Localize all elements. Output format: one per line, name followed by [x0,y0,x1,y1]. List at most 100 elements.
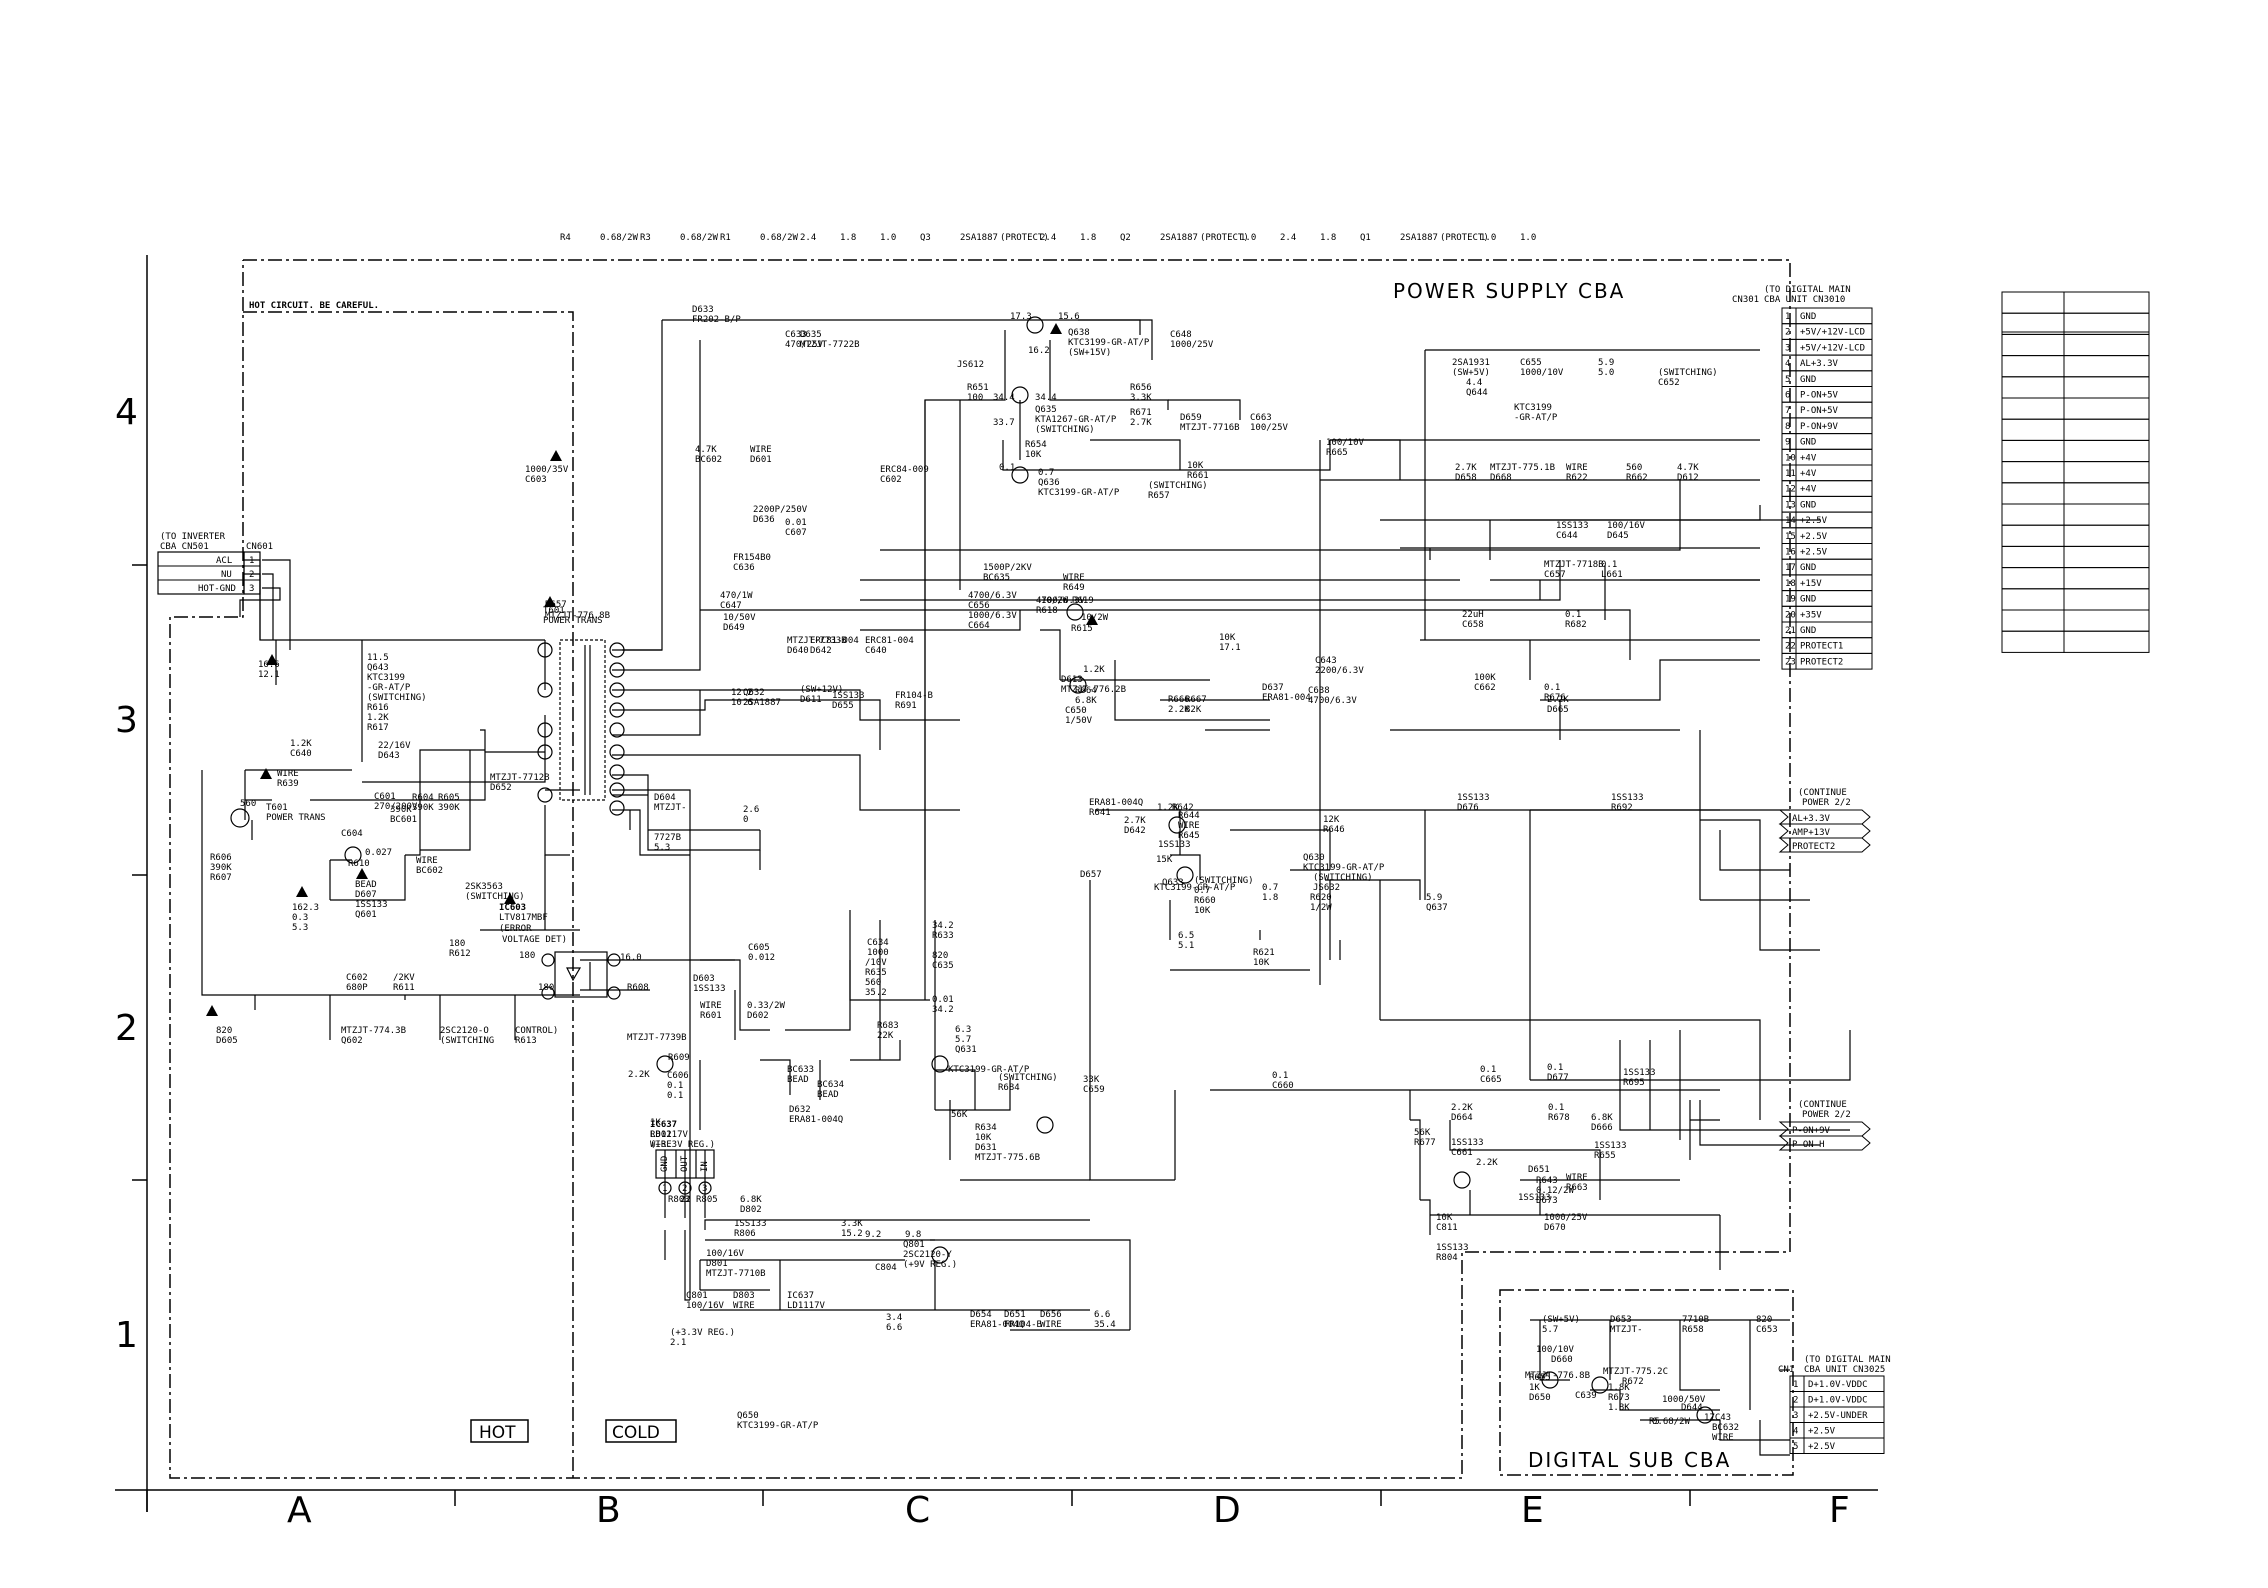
component-label: KTC3199-GR-AT/P [737,1421,819,1431]
cn301-pin-num: 23 [1785,657,1796,667]
component-label: /10V [865,958,887,968]
component-label: 2SA1887 [960,233,998,243]
component-label: 162.3 [292,903,319,913]
component-label: 100/10V [1326,438,1365,448]
component-label: 2.6 [743,805,759,815]
component-label: 4700/6.3V [968,591,1017,601]
component-label: 1SS133 [832,691,865,701]
component-label: 1000/35V [525,465,569,475]
svg-text:(CONTINUE: (CONTINUE [1798,788,1847,798]
cn301-pin-num: 5 [1785,375,1790,385]
component-label: 180 [519,951,535,961]
cn301-title-2: CBA UNIT CN3010 [1764,295,1845,305]
col-label-b: B [596,1490,621,1531]
svg-text:IN: IN [700,1161,710,1172]
side-table-cell [2001,567,2065,590]
component-label: 1000/6.3V [968,611,1017,621]
component-label: 1.8K [1608,1383,1630,1393]
component-label: FR104-B [895,691,933,701]
component-labels: D633FR202-B/PC633470/25VD635MTZJT-7722BQ… [210,233,1778,1443]
cn1-ref: CN1 [1778,1365,1794,1375]
transformer-t601 [537,639,625,816]
component-label: 2.4 [1280,233,1296,243]
component-label: 6.8K [1075,696,1097,706]
component-label: R676 [1544,693,1566,703]
component-label: 1SS133 [1158,840,1191,850]
component-label: R621 [1253,948,1275,958]
component-label: C602 [880,475,902,485]
digital-sub-title: DIGITAL SUB CBA [1528,1448,1731,1472]
cn301-pin-name: GND [1800,375,1816,385]
component-label: 12.1 [258,670,280,680]
component-label: D658 [1455,473,1477,483]
component-label: MTZJT-7710B [706,1269,766,1279]
component-label: 1K [650,1118,661,1128]
component-label: R682 [1565,620,1587,630]
component-label: 560 [1626,463,1642,473]
cn301-pin-name: P-ON+5V [1800,406,1839,416]
svg-text:2: 2 [682,1184,687,1194]
component-label: 100/16V [686,1301,725,1311]
component-label: 0.027 [365,848,392,858]
component-label: (SW+5V) [1542,1315,1580,1325]
component-label: 180 [449,939,465,949]
component-label: R654 [1025,440,1047,450]
component-label: 1.0 [1520,233,1536,243]
component-label: 1.2K [367,713,389,723]
component-label: ERA81-004Q [970,1320,1024,1330]
component-label: 4700/6.3V [1036,596,1085,606]
component-label: -GR-AT/P [1514,413,1558,423]
component-label: R605 [438,793,460,803]
component-label: R613 [515,1036,537,1046]
svg-text:ACL: ACL [216,556,232,566]
component-label: (SWITCHING) [1658,368,1718,378]
side-table [2001,291,2150,653]
component-label: R601 [700,1011,722,1021]
cn301-pin-num: 15 [1785,532,1796,542]
component-label: JS612 [957,360,984,370]
side-table-cell [2063,482,2150,505]
component-label: 1SS133 [1594,1141,1627,1151]
component-label: R649 [1063,583,1085,593]
component-label: 4.7K [695,445,717,455]
svg-text:(CONTINUE: (CONTINUE [1798,1100,1847,1110]
component-label: R615 [1071,624,1093,634]
side-table-cell [2001,609,2065,632]
svg-text:NU: NU [221,570,232,580]
component-label: R639 [277,779,299,789]
component-label: 5.7 [955,1035,971,1045]
component-label: 15K [1156,855,1173,865]
component-label: KTC3199-GR-AT/P [1038,488,1120,498]
component-label: (SWITCHING) [1313,873,1373,883]
component-label: R606 [210,853,232,863]
component-label: WIRE [416,856,438,866]
component-label: 10.6 [731,698,753,708]
component-label: (SWITCHING) [998,1073,1058,1083]
component-label: Q1 [1360,233,1371,243]
svg-text:AL+3.3V: AL+3.3V [1792,814,1831,824]
component-label: D660 [1551,1355,1573,1365]
cn301-title-1: (TO DIGITAL MAIN [1764,285,1851,295]
component-label: (PROTECT) [1000,233,1049,243]
component-label: 5.3 [292,923,308,933]
component-label: 0.12/2W [1536,1186,1575,1196]
component-label: 2SA1887 [743,698,781,708]
component-label: 2.2K [628,1070,650,1080]
component-label: MTZJT-776.8B [1525,1371,1590,1381]
component-label: R804 [1436,1253,1458,1263]
component-label: 0.1 [667,1081,683,1091]
component-label: BC602 [416,866,443,876]
cn301-pin-name: GND [1800,563,1816,573]
component-label: Q635 [1035,405,1057,415]
component-label: 5.1 [1178,941,1194,951]
power-supply-title: POWER SUPPLY CBA [1393,279,1625,303]
component-label: C635 [932,961,954,971]
cn301-pin-num: 13 [1785,500,1796,510]
component-label: C602 [346,973,368,983]
side-table-cell [2001,461,2065,484]
component-label: 820 [1756,1315,1772,1325]
component-label: R611 [393,983,415,993]
component-label: 2.7K [1130,418,1152,428]
component-label: 56K [951,1110,968,1120]
cold-tag: COLD [605,1419,677,1443]
